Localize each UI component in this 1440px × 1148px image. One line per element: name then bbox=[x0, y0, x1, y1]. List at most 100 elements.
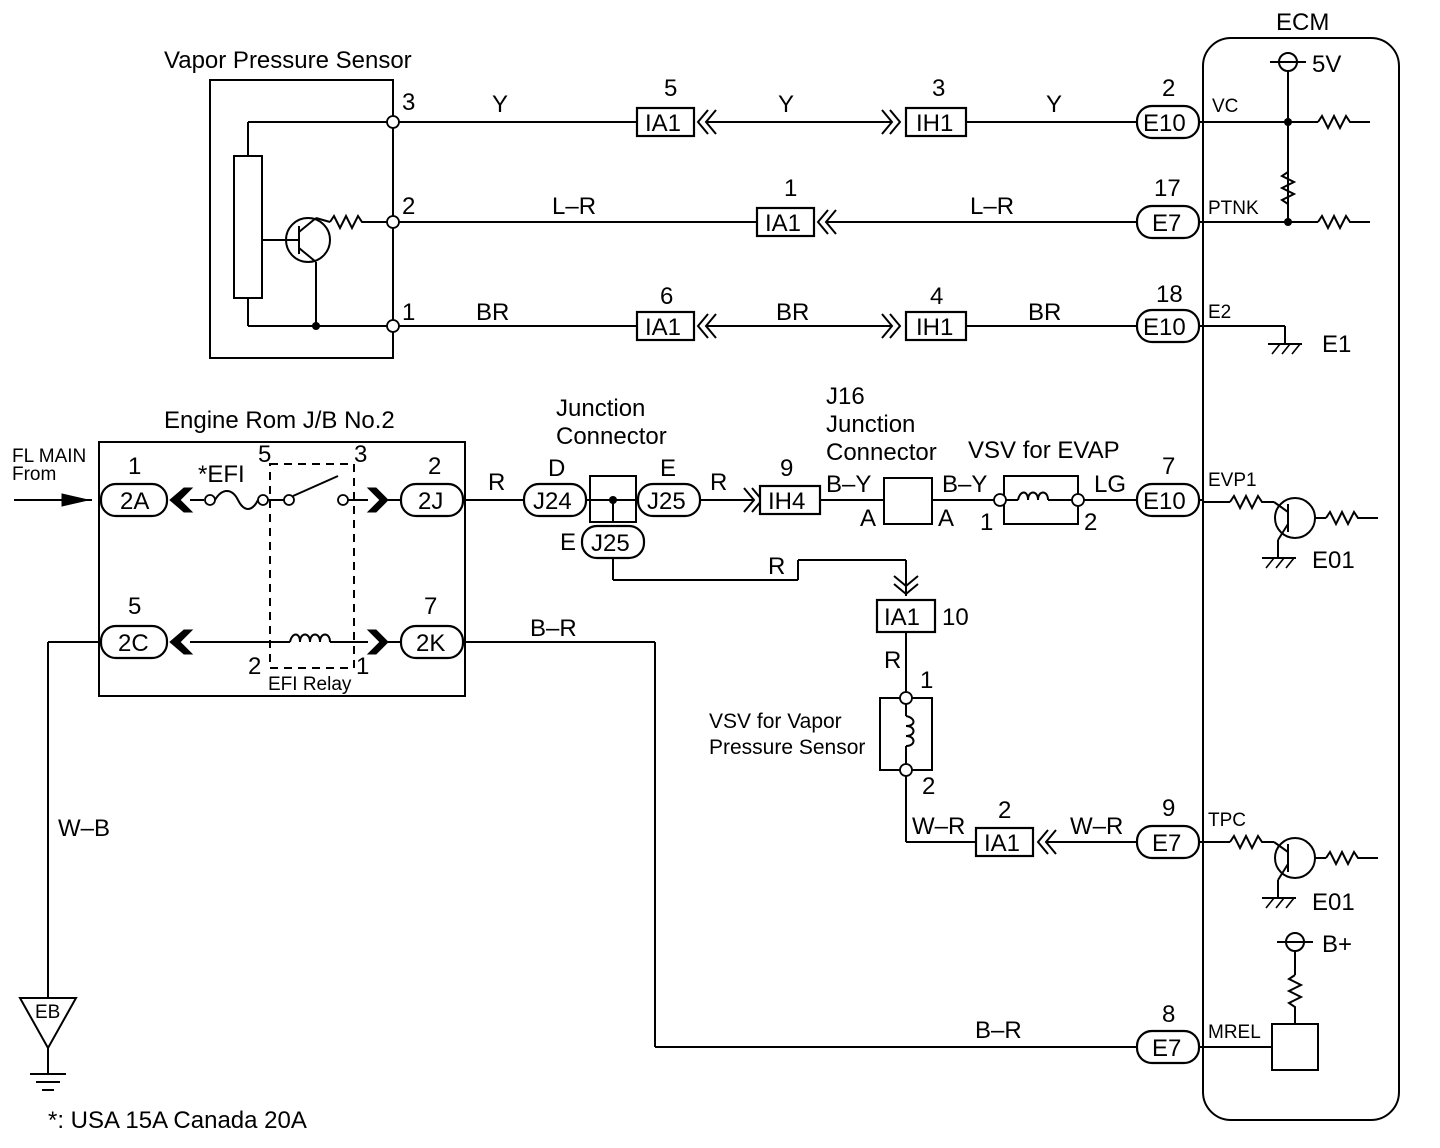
row-ptnk-wire: L–R 1 IA1 L–R 17 E7 bbox=[399, 175, 1203, 240]
ecm-block: ECM 5V VC PTNK E2 E1 bbox=[1202, 9, 1400, 1121]
junction-pin-e-bottom: E bbox=[560, 529, 576, 556]
e7-pin-8: 8 bbox=[1162, 1001, 1175, 1028]
wire-label-r-4: R bbox=[884, 647, 901, 674]
ecm-ground-e1: E1 bbox=[1322, 331, 1351, 358]
engine-jb-title: Engine Rom J/B No.2 bbox=[164, 407, 395, 434]
wire-label-r-2: R bbox=[710, 469, 727, 496]
ecm-pin-ptnk: PTNK bbox=[1208, 198, 1259, 219]
j16-title-3: Connector bbox=[826, 439, 937, 466]
ecm-pin-evp1: EVP1 bbox=[1208, 470, 1257, 491]
connector-j24: J24 bbox=[533, 488, 572, 515]
ih4-pin-9: 9 bbox=[780, 455, 793, 482]
ecm-title: ECM bbox=[1276, 9, 1329, 36]
connector-ia1-row2: IA1 bbox=[765, 210, 801, 237]
wire-label-br-upper: B–R bbox=[530, 615, 577, 642]
wire-label-lr-1: L–R bbox=[552, 193, 596, 220]
wire-label-br-1: BR bbox=[476, 299, 509, 326]
e10-pin-7: 7 bbox=[1162, 453, 1175, 480]
vsv-evap-pin-1: 1 bbox=[980, 509, 993, 536]
fl-main-from-label: From bbox=[12, 464, 56, 485]
row-e2-wire: BR 6 IA1 BR 4 IH1 BR 18 E10 bbox=[399, 281, 1203, 344]
ground-eb-branch: W–B EB bbox=[18, 641, 110, 1091]
connector-e10-row1: E10 bbox=[1143, 110, 1186, 137]
efi-fuse-label: *EFI bbox=[198, 461, 245, 488]
junction-title-2: Connector bbox=[556, 423, 667, 450]
footnote: *: USA 15A Canada 20A bbox=[48, 1107, 307, 1134]
vsv-vapor-title-1: VSV for Vapor bbox=[709, 710, 842, 733]
ia1-pin-1: 1 bbox=[784, 175, 797, 202]
connector-ia1-row3: IA1 bbox=[645, 314, 681, 341]
jb-pin-7: 7 bbox=[424, 593, 437, 620]
ia1-pin-6: 6 bbox=[660, 283, 673, 310]
vapor-sensor-pin-3: 3 bbox=[402, 89, 415, 116]
connector-ih1-row3: IH1 bbox=[916, 314, 953, 341]
connector-2c: 2C bbox=[118, 630, 149, 657]
vsv-evap-pin-2: 2 bbox=[1084, 509, 1097, 536]
e10-pin-2: 2 bbox=[1162, 75, 1175, 102]
wire-label-by-2: B–Y bbox=[942, 471, 987, 498]
ia1-pin-10: 10 bbox=[942, 604, 969, 631]
fl-main-label: FL MAIN bbox=[12, 446, 86, 467]
connector-e7-mrel: E7 bbox=[1152, 1035, 1181, 1062]
engine-jb: Engine Rom J/B No.2 FL MAIN From 1 2A *E… bbox=[12, 407, 466, 697]
wire-label-by-1: B–Y bbox=[826, 471, 871, 498]
wire-label-wb: W–B bbox=[58, 815, 110, 842]
ecm-ground-e01-b: E01 bbox=[1312, 889, 1355, 916]
ecm-5v-label: 5V bbox=[1312, 51, 1341, 78]
ecm-ground-e01-a: E01 bbox=[1312, 547, 1355, 574]
connector-ih1-row1: IH1 bbox=[916, 110, 953, 137]
vsv-vapor-pin-1: 1 bbox=[920, 667, 933, 694]
vsv-evap-title: VSV for EVAP bbox=[968, 437, 1120, 464]
j16-pin-a-left: A bbox=[860, 505, 876, 532]
connector-j25-bottom: J25 bbox=[591, 530, 630, 557]
vsv-vapor-pin-2: 2 bbox=[922, 773, 935, 800]
ecm-pin-e2: E2 bbox=[1208, 302, 1231, 323]
connector-e7-tpc: E7 bbox=[1152, 830, 1181, 857]
ecm-bplus-label: B+ bbox=[1322, 931, 1352, 958]
wire-label-y-1: Y bbox=[492, 91, 508, 118]
ecm-pin-vc: VC bbox=[1212, 96, 1238, 117]
j16-title-2: Junction bbox=[826, 411, 915, 438]
wire-label-br-lower: B–R bbox=[975, 1017, 1022, 1044]
ecm-pin-tpc: TPC bbox=[1208, 810, 1246, 831]
jb-pin-1: 1 bbox=[128, 453, 141, 480]
relay-pin-3: 3 bbox=[354, 441, 367, 468]
wire-label-wr-1: W–R bbox=[912, 813, 965, 840]
wire-label-lr-2: L–R bbox=[970, 193, 1014, 220]
vapor-sensor-title: Vapor Pressure Sensor bbox=[164, 47, 412, 74]
e7-pin-17: 17 bbox=[1154, 175, 1181, 202]
ih1-pin-4: 4 bbox=[930, 283, 943, 310]
connector-e10-row3: E10 bbox=[1143, 314, 1186, 341]
connector-ia1-10: IA1 bbox=[884, 604, 920, 631]
mrel-wire: B–R B–R 8 E7 bbox=[463, 615, 1203, 1065]
connector-ia1-row1: IA1 bbox=[645, 110, 681, 137]
connector-j25-right: J25 bbox=[647, 488, 686, 515]
evap-row: R Junction Connector D J24 E J25 E J25 R… bbox=[463, 383, 1203, 560]
wire-label-br-3: BR bbox=[1028, 299, 1061, 326]
connector-2j: 2J bbox=[418, 488, 443, 515]
connector-e10-evp: E10 bbox=[1143, 488, 1186, 515]
junction-pin-d: D bbox=[548, 455, 565, 482]
junction-title-1: Junction bbox=[556, 395, 645, 422]
jb-pin-5: 5 bbox=[128, 593, 141, 620]
connector-ia1-tpc: IA1 bbox=[984, 830, 1020, 857]
ecm-pin-mrel: MREL bbox=[1208, 1022, 1261, 1043]
connector-2k: 2K bbox=[416, 630, 445, 657]
connector-2a: 2A bbox=[120, 488, 149, 515]
connector-e7-row2: E7 bbox=[1152, 210, 1181, 237]
e10-pin-18: 18 bbox=[1156, 281, 1183, 308]
vapor-sensor-pin-1: 1 bbox=[402, 299, 415, 326]
wire-label-y-2: Y bbox=[778, 91, 794, 118]
ih1-pin-3: 3 bbox=[932, 75, 945, 102]
jb-pin-2: 2 bbox=[428, 453, 441, 480]
ia1-pin-5: 5 bbox=[664, 75, 677, 102]
ground-eb-label: EB bbox=[35, 1002, 60, 1023]
vapor-sensor-pin-2: 2 bbox=[402, 193, 415, 220]
relay-pin-1: 1 bbox=[356, 653, 369, 680]
j16-pin-a-right: A bbox=[938, 505, 954, 532]
wire-label-y-3: Y bbox=[1046, 91, 1062, 118]
connector-ih4: IH4 bbox=[768, 488, 805, 515]
wire-label-r-1: R bbox=[488, 469, 505, 496]
vapor-pressure-sensor: Vapor Pressure Sensor 3 2 1 bbox=[164, 47, 415, 359]
